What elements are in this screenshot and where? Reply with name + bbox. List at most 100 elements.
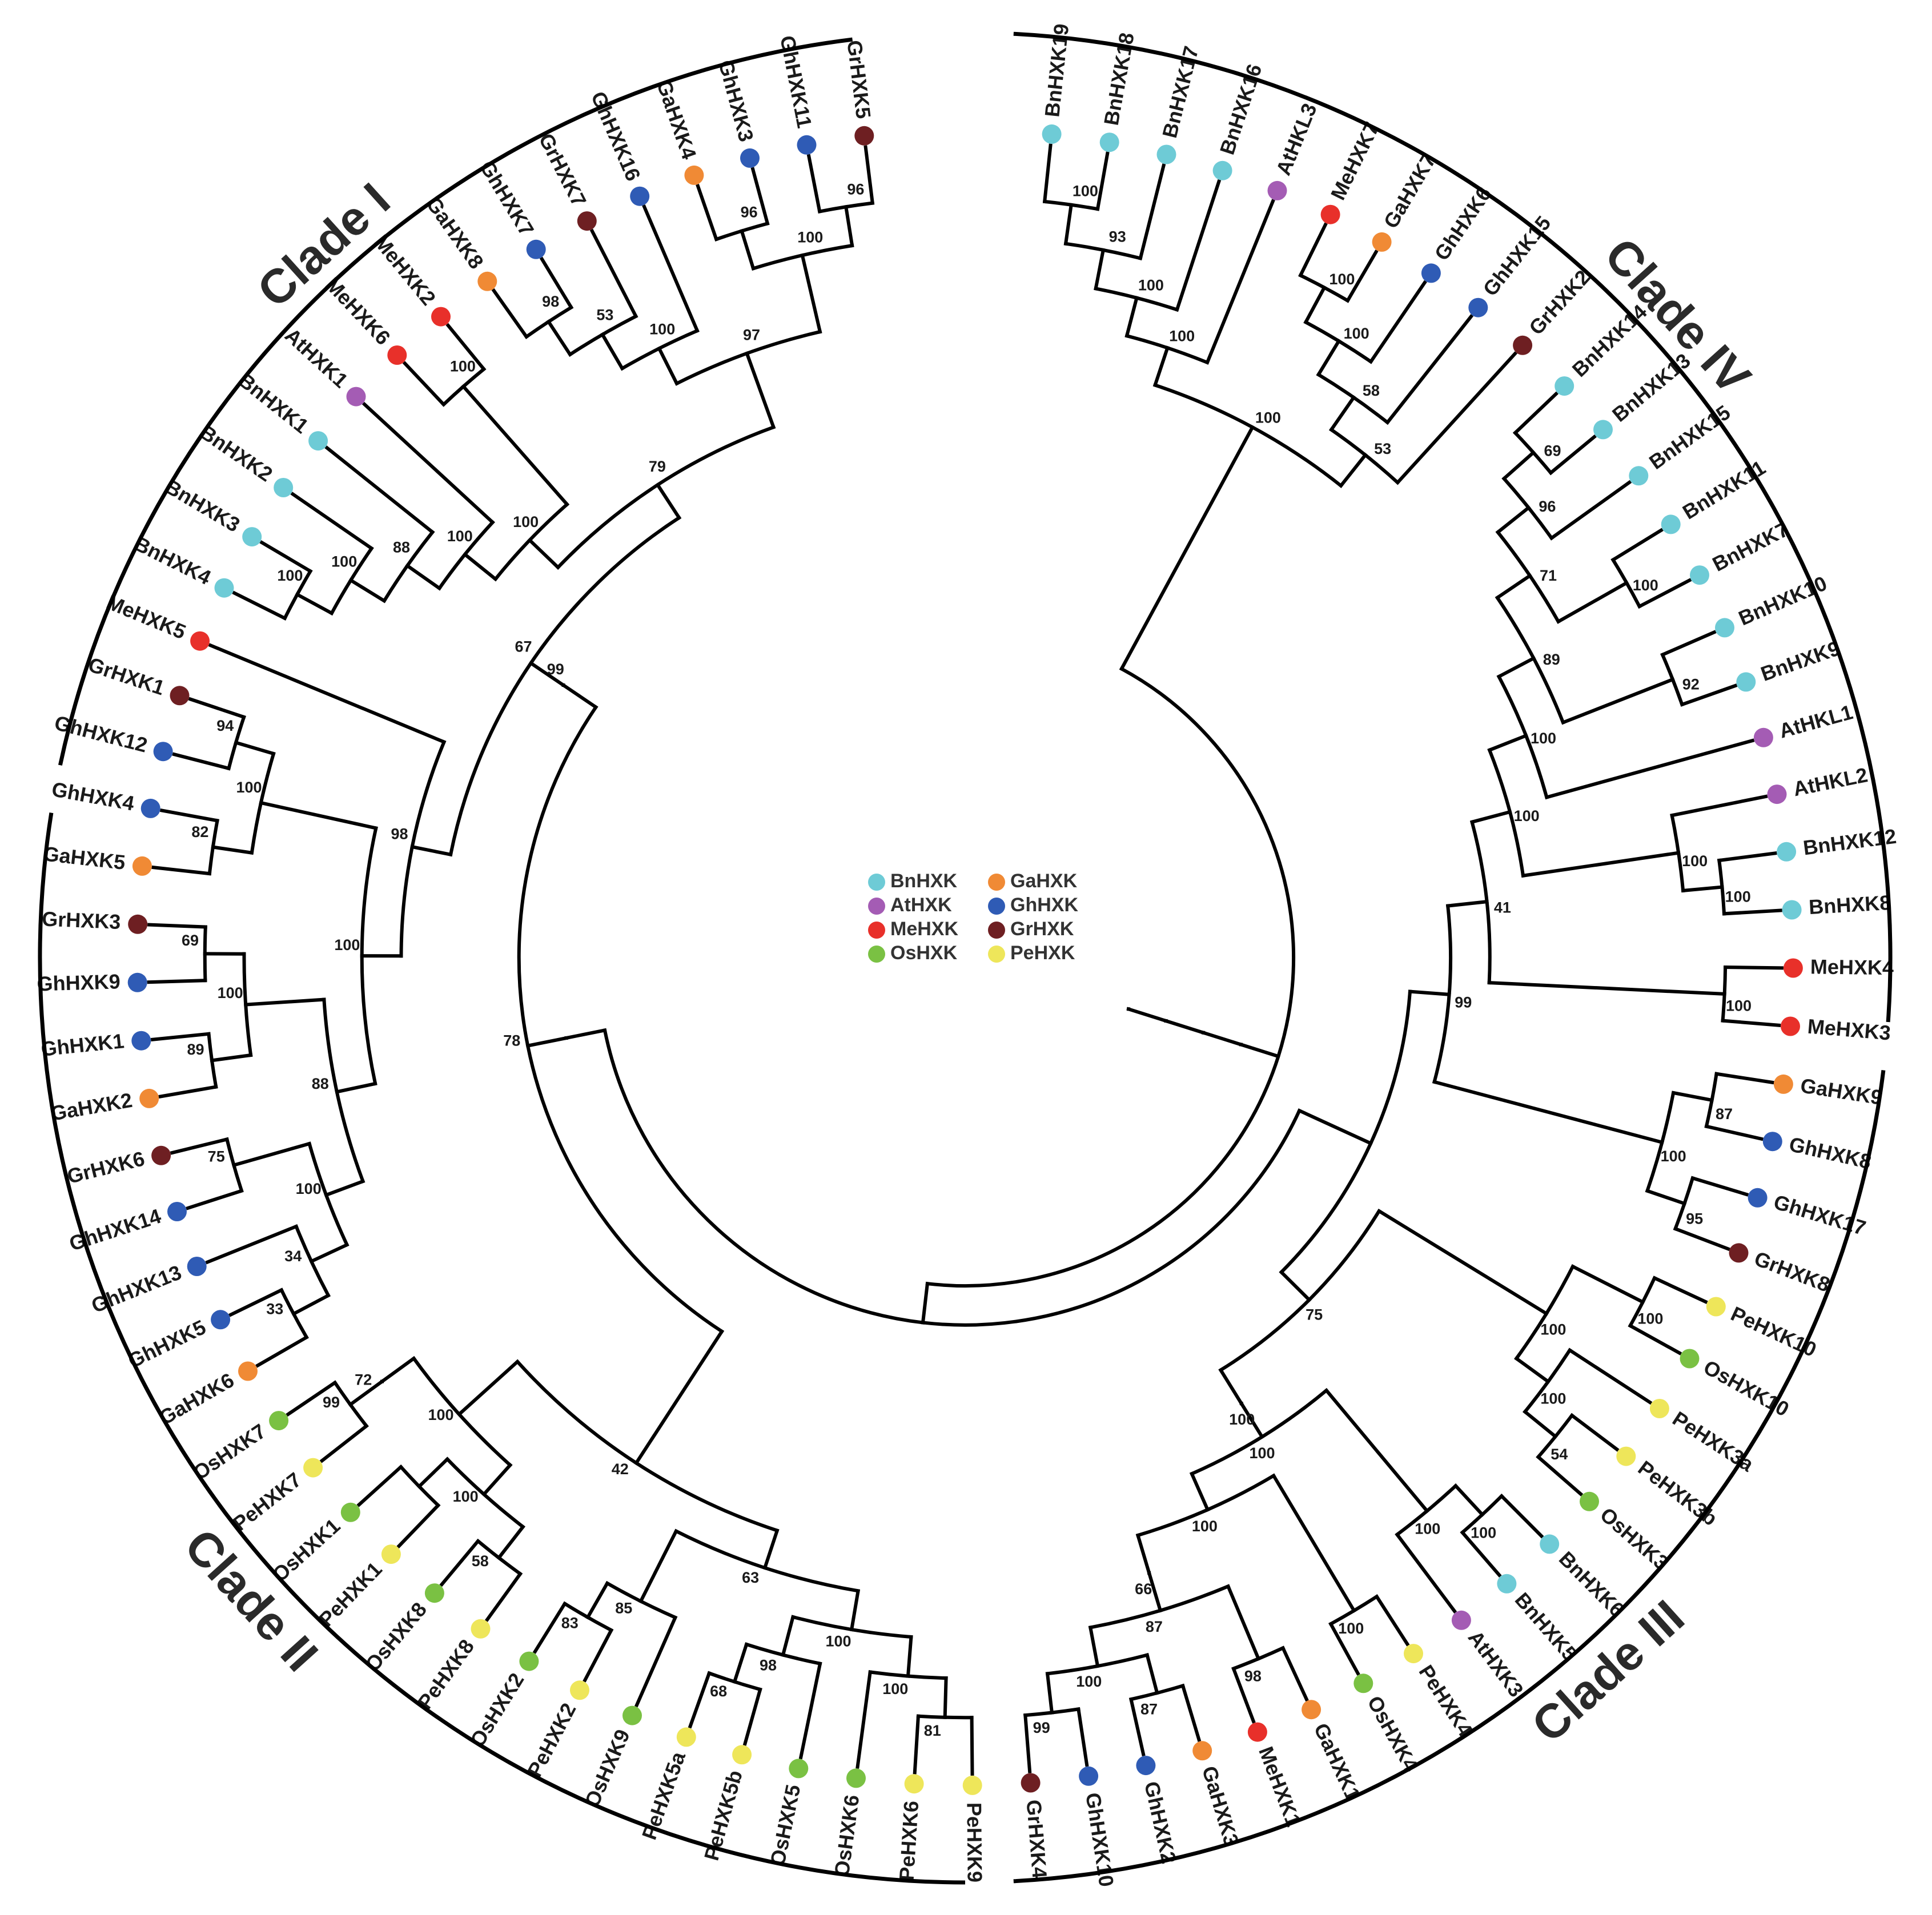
- branch-arc: [1189, 1387, 1329, 1477]
- branch-line: [244, 997, 326, 1007]
- branch-line: [696, 183, 719, 242]
- tip-label: OsHXK9: [580, 1726, 634, 1811]
- legend-label: GrHXK: [1010, 918, 1074, 940]
- branch-line: [1205, 199, 1275, 365]
- branch-arc: [568, 313, 638, 357]
- branch-line: [1514, 1356, 1551, 1384]
- branch-arc: [1094, 286, 1179, 312]
- branch-line: [232, 590, 287, 621]
- branch-line: [1408, 989, 1451, 997]
- tip-label: BnHXK4: [131, 532, 215, 589]
- branch-line: [589, 228, 638, 319]
- tip-marker: [1649, 1399, 1669, 1418]
- branch-line: [1135, 1533, 1151, 1575]
- tip-marker: [684, 165, 704, 185]
- branch-arc: [322, 997, 365, 1184]
- branch-line: [1549, 480, 1632, 541]
- branch-line: [1218, 1367, 1244, 1406]
- branch-arc: [381, 529, 435, 604]
- tip-marker: [1451, 1610, 1471, 1630]
- branch-line: [1495, 505, 1531, 535]
- branch-line: [1680, 683, 1738, 707]
- branch-line: [1189, 1471, 1210, 1512]
- branch-line: [732, 1642, 749, 1684]
- tip-label: OsHXK2: [465, 1669, 529, 1751]
- branch-line: [921, 1281, 930, 1325]
- branch-line: [1496, 655, 1536, 679]
- tip-marker: [424, 1583, 444, 1603]
- branch-line: [1094, 248, 1106, 291]
- bootstrap-value: 100: [1138, 277, 1164, 294]
- tip-marker: [676, 1727, 696, 1747]
- legend-label: AtHXK: [890, 894, 952, 916]
- tip-marker: [1748, 1188, 1768, 1208]
- branch-line: [564, 1028, 607, 1040]
- tip-marker: [1099, 132, 1119, 152]
- tip-marker: [1247, 1722, 1267, 1742]
- legend-label: GhHXK: [1010, 894, 1078, 916]
- branch-line: [348, 1379, 385, 1407]
- branch-arc: [437, 520, 495, 591]
- tip-marker: [274, 478, 294, 497]
- branch-arc: [1469, 820, 1492, 985]
- bootstrap-value: 100: [1169, 328, 1195, 345]
- bootstrap-value: 83: [561, 1615, 579, 1632]
- bootstrap-value: 100: [1637, 1310, 1663, 1327]
- bootstrap-value: 100: [236, 779, 262, 796]
- tip-label: GhHXK2: [1140, 1779, 1181, 1865]
- bootstrap-value: 100: [797, 229, 823, 246]
- tip-marker: [732, 1745, 752, 1765]
- bootstrap-value: 100: [1471, 1524, 1496, 1541]
- branch-line: [172, 752, 231, 771]
- bootstrap-value: 71: [1540, 567, 1557, 584]
- branch-arc: [868, 1670, 948, 1680]
- branch-line: [1119, 425, 1255, 671]
- branch-line: [1368, 280, 1427, 364]
- bootstrap-value: 66: [1135, 1580, 1152, 1598]
- tip-marker: [1021, 1773, 1041, 1793]
- tip-marker: [1404, 1644, 1423, 1664]
- tip-marker: [1781, 1016, 1800, 1036]
- branch-line: [1460, 1530, 1502, 1578]
- tip-marker: [346, 387, 366, 407]
- branch-line: [762, 1528, 780, 1570]
- tip-marker: [1156, 144, 1176, 164]
- tip-marker: [170, 686, 190, 706]
- tip-label: BnHXK1: [234, 368, 313, 438]
- bootstrap-value: 58: [472, 1552, 489, 1570]
- branch-line: [527, 537, 561, 570]
- branch-line: [1063, 203, 1074, 246]
- branch-arc: [1501, 476, 1554, 541]
- bootstrap-value: 100: [334, 936, 360, 954]
- branch-line: [742, 1687, 762, 1746]
- bootstrap-value: 98: [1244, 1667, 1262, 1684]
- branch-arc: [916, 1714, 974, 1720]
- tip-label: BnHXK8: [1808, 891, 1891, 919]
- tip-marker: [1767, 784, 1787, 804]
- branch-line: [1088, 1625, 1100, 1668]
- branch-line: [319, 1423, 369, 1463]
- tip-label: GhHXK8: [1787, 1132, 1873, 1173]
- tip-marker: [128, 914, 148, 934]
- tip-label: GaHXK6: [155, 1368, 238, 1430]
- branch-line: [416, 1457, 450, 1489]
- branch-arc: [1088, 1584, 1231, 1630]
- tip-marker: [904, 1774, 924, 1794]
- bootstrap-value: 99: [1455, 994, 1472, 1011]
- branch-line: [1338, 452, 1368, 488]
- branch-line: [1724, 965, 1784, 970]
- bootstrap-value: 100: [649, 321, 675, 338]
- branch-arc: [307, 1141, 350, 1248]
- tip-label: GaHXK7: [1379, 150, 1440, 232]
- branch-arc: [1496, 674, 1549, 800]
- branch-line: [1128, 1697, 1146, 1757]
- bootstrap-value: 99: [1033, 1719, 1050, 1736]
- bootstrap-value: 85: [615, 1600, 632, 1617]
- branch-line: [186, 1188, 244, 1210]
- bootstrap-value: 78: [503, 1032, 520, 1049]
- branch-line: [798, 1661, 822, 1760]
- branch-line: [1714, 1072, 1774, 1085]
- tip-label: GaHXK2: [49, 1088, 134, 1125]
- tip-label: BnHXK10: [1735, 571, 1830, 630]
- branch-line: [1501, 450, 1536, 481]
